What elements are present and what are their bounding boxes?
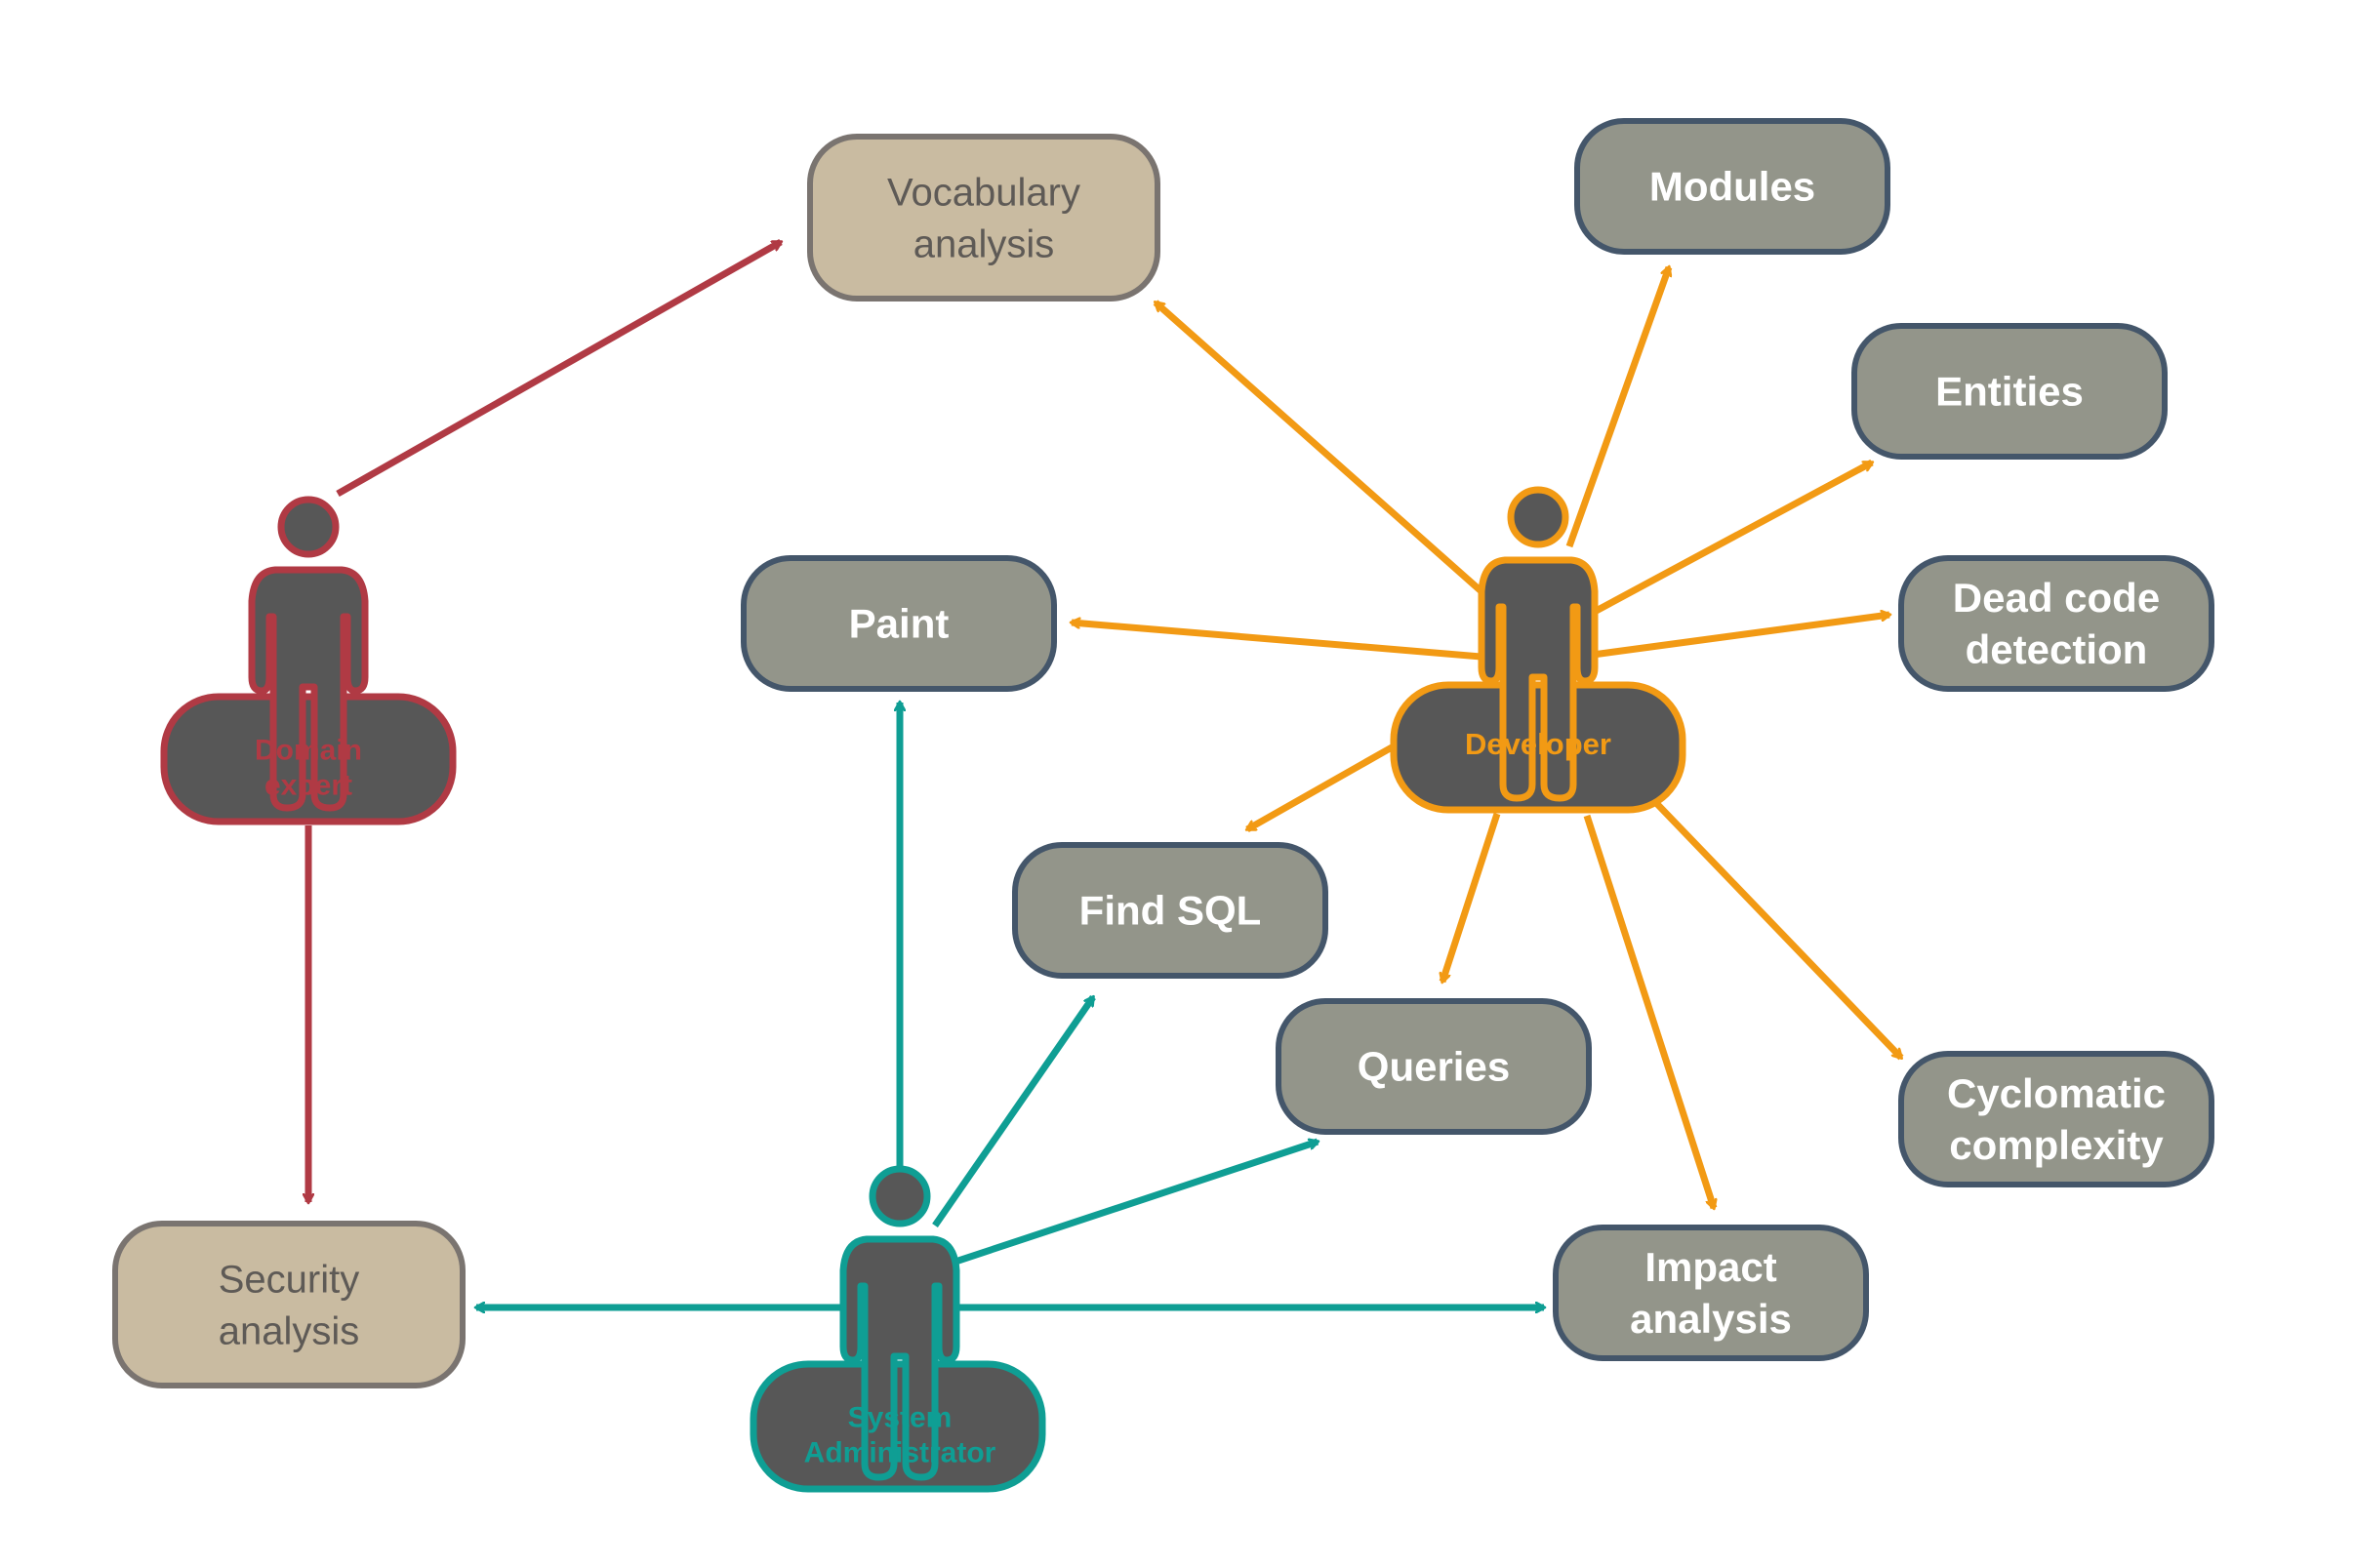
node-modules: Modules [1574, 118, 1890, 255]
node-label-line: analysis [913, 223, 1055, 266]
node-queries: Queries [1276, 998, 1592, 1135]
actor-label-plate [750, 1360, 1046, 1493]
node-box [807, 134, 1160, 302]
arrow-system-administrator-to-find-sql [932, 997, 1096, 1227]
node-label-line: Cyclomatic [1947, 1070, 2166, 1116]
node-box [1012, 842, 1328, 979]
person-icon [839, 1165, 960, 1481]
node-find-sql: Find SQL [1012, 842, 1328, 979]
node-label-line: complexity [1949, 1122, 2164, 1168]
node-vocabulary-analysis: Vocabulary analysis [807, 134, 1160, 302]
arrows-developer [1072, 267, 1904, 1208]
actor-label-plate [160, 693, 457, 825]
actor-label-plate [1390, 681, 1686, 814]
node-box [1898, 555, 2214, 692]
node-box [112, 1221, 466, 1388]
arrow-developer-to-queries [1442, 812, 1501, 982]
actor-developer: Developer [1390, 486, 1686, 814]
arrow-system-administrator-to-queries [951, 1142, 1318, 1266]
actor-label-line: Administrator [804, 1437, 996, 1469]
node-impact-analysis: Impact analysis [1553, 1225, 1869, 1361]
node-label-line: Modules [1649, 164, 1815, 210]
node-box [1851, 323, 2168, 460]
node-label-line: analysis [1630, 1296, 1792, 1342]
node-label-line: analysis [219, 1310, 360, 1353]
node-label-line: Impact [1644, 1244, 1776, 1290]
arrow-developer-to-dead-code-detection [1570, 615, 1889, 662]
arrow-domain-expert-to-vocabulary-analysis [336, 238, 781, 498]
actor-label-line: Domain [255, 735, 362, 767]
node-entities: Entities [1851, 323, 2168, 460]
actor-label-line: Developer [1465, 727, 1611, 761]
person-icon [248, 496, 369, 812]
node-box [1574, 118, 1890, 255]
node-label-line: Find SQL [1079, 888, 1262, 934]
actor-label-line: expert [264, 770, 352, 802]
node-label-line: Security [219, 1259, 360, 1302]
node-label-line: Entities [1935, 369, 2084, 415]
node-label-line: Queries [1358, 1044, 1510, 1090]
arrow-developer-to-impact-analysis [1583, 814, 1714, 1208]
arrow-developer-to-vocabulary-analysis [1153, 300, 1486, 596]
actor-label-line: System [848, 1402, 953, 1434]
node-box [1898, 1051, 2214, 1187]
node-security-analysis: Security analysis [112, 1221, 466, 1388]
node-cyclomatic-complexity: Cyclomatic complexity [1898, 1051, 2214, 1187]
arrow-developer-to-paint [1072, 623, 1494, 662]
arrows-domain-expert [308, 238, 781, 1202]
node-paint: Paint [741, 555, 1057, 692]
node-label-line: detection [1966, 626, 2148, 672]
arrows-system-administrator [476, 703, 1544, 1307]
node-box [1276, 998, 1592, 1135]
arrow-developer-to-modules [1565, 267, 1669, 548]
node-box [741, 555, 1057, 692]
node-label-line: Vocabulary [887, 172, 1080, 215]
node-label-line: Dead code [1953, 575, 2160, 621]
arrow-developer-to-entities [1587, 459, 1872, 619]
feature-nodes: VocabularyanalysisSecurityanalysisModule… [112, 118, 2214, 1388]
arrow-developer-to-cyclomatic-complexity [1654, 801, 1904, 1061]
arrow-developer-to-find-sql [1247, 744, 1394, 833]
node-dead-code-detection: Dead code detection [1898, 555, 2214, 692]
person-icon [1478, 486, 1599, 802]
node-box [1553, 1225, 1869, 1361]
node-label-line: Paint [849, 601, 950, 647]
